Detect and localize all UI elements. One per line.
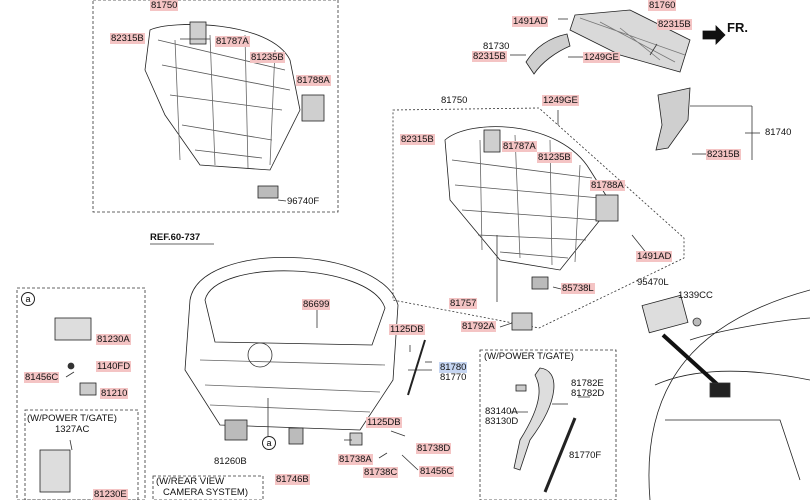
part-label-81738D: 81738D	[416, 443, 452, 454]
part-label-1125DB-a: 1125DB	[389, 324, 425, 335]
part-label-1125DB-b: 1125DB	[366, 417, 402, 428]
part-label-1327AC: 1327AC	[55, 424, 90, 435]
circle-marker-a-inset: a	[21, 292, 35, 306]
part-label-81230A: 81230A	[96, 334, 131, 345]
front-direction-label: FR.	[727, 20, 748, 35]
part-label-81770: 81770	[440, 372, 467, 383]
part-label-81746B: 81746B	[275, 474, 310, 485]
part-label-1339CC: 1339CC	[678, 290, 713, 301]
inset-title-camera-line1: (W/REAR VIEW	[156, 476, 225, 487]
part-label-96740F: 96740F	[287, 196, 320, 207]
module-part	[641, 294, 689, 334]
part-label-81260B: 81260B	[214, 456, 247, 467]
part-label-81780: 81780	[439, 362, 468, 373]
inset-title-power-tailgate-left: (W/POWER T/GATE)	[27, 413, 117, 424]
inset-box-power-tailgate	[479, 349, 617, 500]
part-label-81788A: 81788A	[296, 75, 331, 86]
vehicle-rear-outline	[648, 289, 810, 500]
part-label-81788A-mid: 81788A	[590, 180, 625, 191]
part-label-81456C-a: 81456C	[24, 372, 60, 383]
tailgate-door	[184, 257, 399, 431]
part-label-81760-top: 81760	[648, 0, 677, 11]
part-label-81750-top: 81750	[150, 0, 179, 11]
inset-box-power-tailgate-left	[24, 409, 139, 500]
inset-title-camera-line2: CAMERA SYSTEM)	[163, 487, 248, 498]
part-label-81730: 81730	[483, 41, 510, 52]
part-label-81738C: 81738C	[363, 467, 399, 478]
part-label-82315B-mid: 82315B	[400, 134, 435, 145]
part-label-82315B-tm: 82315B	[472, 51, 507, 62]
reference-label: REF.60-737	[150, 232, 201, 243]
part-label-81770F: 81770F	[569, 450, 602, 461]
part-label-82315B: 82315B	[110, 33, 145, 44]
part-label-81782D: 81782D	[571, 388, 605, 399]
part-label-81235B-mid: 81235B	[537, 152, 572, 163]
part-label-82315B-r: 82315B	[706, 149, 741, 160]
circle-marker-a-door: a	[262, 436, 276, 450]
part-label-81740: 81740	[765, 127, 792, 138]
part-label-81230E: 81230E	[93, 489, 128, 500]
part-label-83140A: 83140A	[485, 406, 518, 417]
part-label-85738L: 85738L	[561, 283, 595, 294]
trim-panel-mid	[444, 126, 613, 271]
part-label-81757: 81757	[449, 298, 478, 309]
part-label-81210: 81210	[100, 388, 129, 399]
trim-panel-top-left	[144, 24, 301, 171]
part-label-81235B: 81235B	[250, 52, 285, 63]
part-label-81782E: 81782E	[571, 378, 604, 389]
part-label-1491AD: 1491AD	[512, 16, 549, 27]
trim-box-mid	[392, 107, 685, 329]
part-label-81787A-mid: 81787A	[502, 141, 537, 152]
part-label-82315B-tr: 82315B	[657, 19, 692, 30]
part-label-95470L: 95470L	[637, 277, 669, 288]
part-label-81787A: 81787A	[215, 36, 250, 47]
part-label-1491AD-mid: 1491AD	[636, 251, 673, 262]
part-label-1249GE-mid: 1249GE	[542, 95, 579, 106]
part-label-81738A: 81738A	[338, 454, 373, 465]
inset-box-camera	[152, 475, 264, 500]
part-label-83130D: 83130D	[485, 416, 519, 427]
part-label-1140FD: 1140FD	[96, 361, 132, 372]
part-label-81456C-b: 81456C	[419, 466, 455, 477]
part-label-81792A: 81792A	[461, 321, 496, 332]
part-label-81750-mid: 81750	[441, 95, 468, 106]
inset-title-power-tailgate: (W/POWER T/GATE)	[484, 351, 574, 362]
part-label-1249GE: 1249GE	[583, 52, 620, 63]
part-label-86699: 86699	[302, 299, 331, 310]
trim-box-top-left	[92, 0, 339, 213]
